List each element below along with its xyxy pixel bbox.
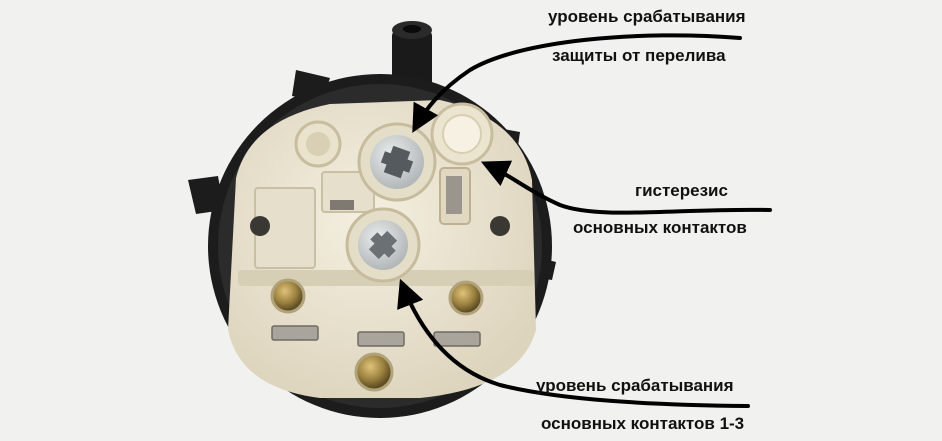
- label-overflow-line2: защиты от перелива: [552, 46, 726, 65]
- arrow-overflow: [412, 33, 742, 133]
- arrow-hysteresis: [480, 160, 772, 215]
- mounting-holes: [250, 216, 510, 236]
- amber-indicators: [270, 278, 484, 392]
- label-overflow-line1: уровень срабатывания: [548, 7, 746, 26]
- contact-tab-small: [330, 200, 354, 210]
- peg-boss: [294, 120, 342, 168]
- arrow-main-contacts: [397, 278, 750, 408]
- label-main-contacts-line1: уровень срабатывания: [536, 376, 734, 395]
- label-main-contacts-line2: основных контактов 1-3: [541, 414, 745, 433]
- annotation-arrows: [397, 33, 772, 408]
- label-hysteresis-line2: основных контактов: [573, 218, 747, 237]
- main-contacts-adjust-screw: [345, 207, 421, 283]
- label-hysteresis-line1: гистерезис: [635, 181, 728, 200]
- hysteresis-cylinder: [430, 102, 494, 225]
- spade-terminals: [271, 325, 481, 347]
- overflow-adjust-screw: [357, 122, 437, 202]
